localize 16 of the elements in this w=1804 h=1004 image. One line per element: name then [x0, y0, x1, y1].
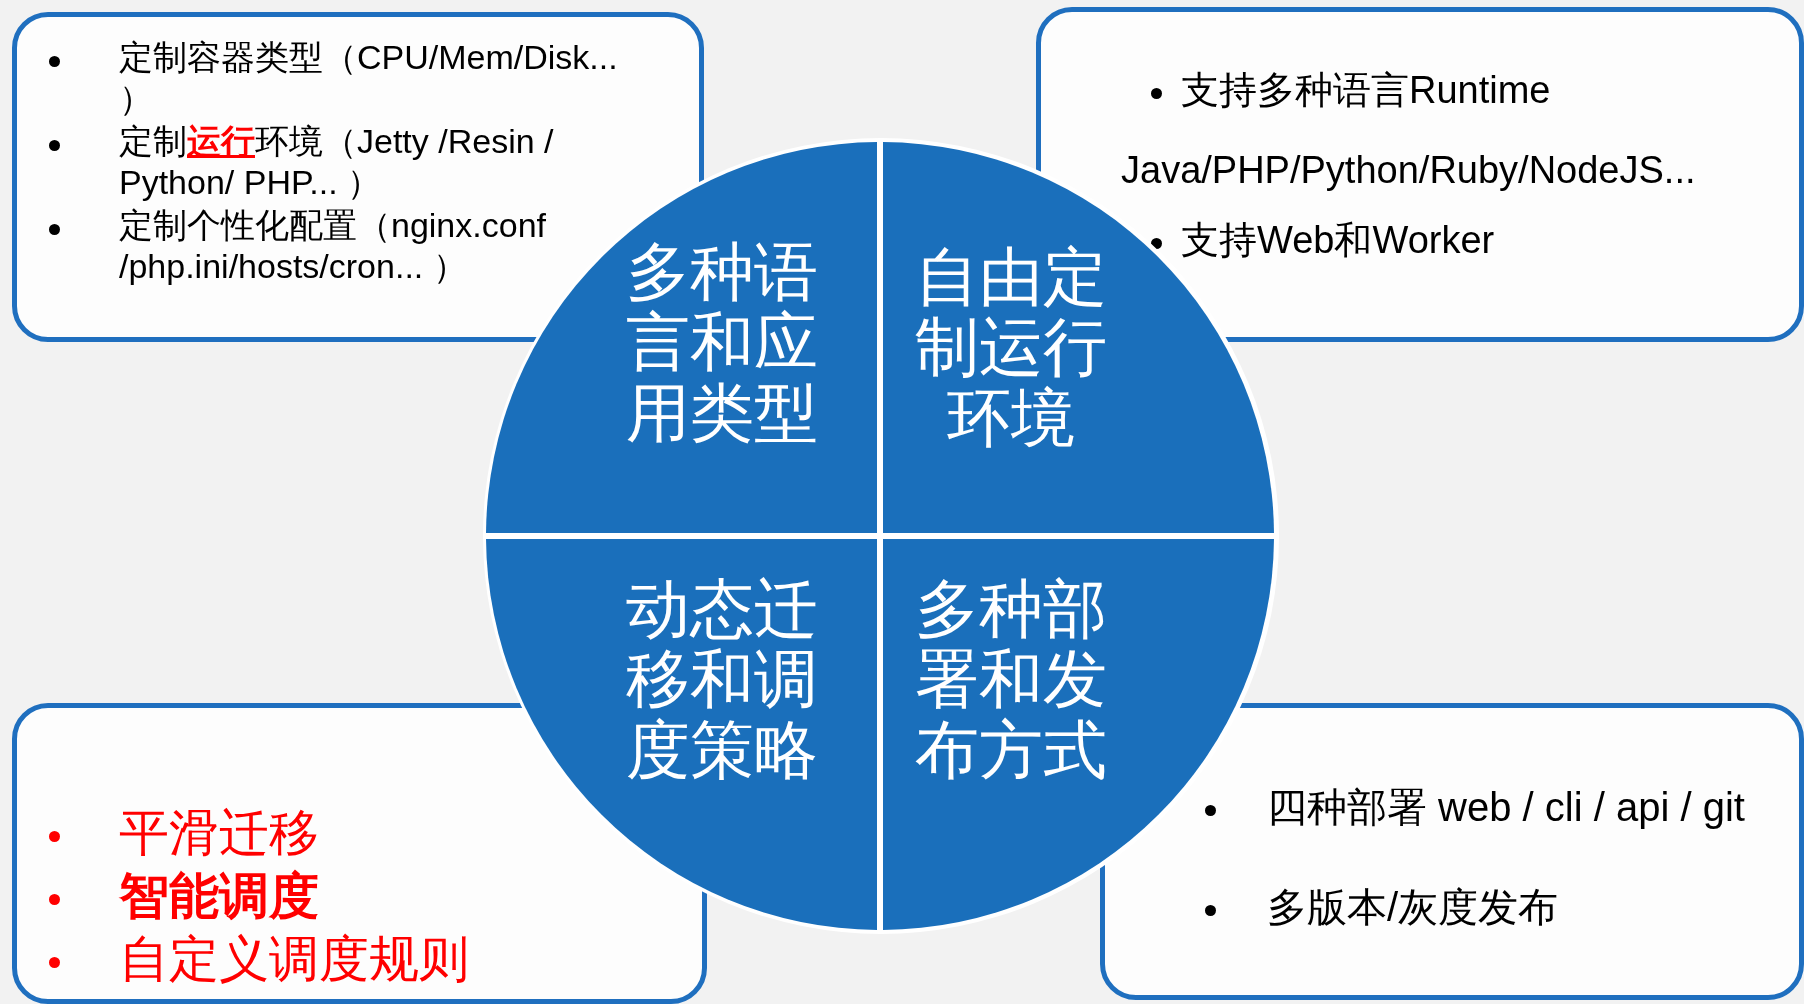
bullet-text: 多版本/灰度发布	[1267, 884, 1560, 931]
quadrant-label: 多种部署和发布方式	[914, 574, 1108, 786]
quadrant	[486, 539, 877, 930]
quadrant-label: 多种语言和应用类型	[625, 237, 819, 449]
bullet-text: 智能调度	[119, 867, 320, 926]
bullet-text: 四种部署 web / cli / api / git	[1267, 784, 1746, 831]
bullet-text: 定制个性化配置（nginx.conf /php.ini/hosts/cron... ）	[119, 205, 547, 288]
bullet-text: 定制运行环境（Jetty /Resin / Python/ PHP... ）	[119, 121, 555, 204]
quadrant-label: 自由定制运行环境	[914, 242, 1108, 454]
quadrant-label: 动态迁移和调度策略	[625, 574, 819, 786]
bullet-text: 支持Web和Worker	[1181, 218, 1496, 263]
bullet-text: 支持多种语言Runtime	[1181, 68, 1552, 113]
bullet-text: 自定义调度规则	[119, 930, 470, 989]
bullet-text: 平滑迁移	[119, 804, 320, 863]
bullet-text: 定制容器类型（CPU/Mem/Disk... ）	[119, 37, 619, 120]
bullet-text: Java/PHP/Python/Ruby/NodeJS...	[1121, 148, 1697, 193]
